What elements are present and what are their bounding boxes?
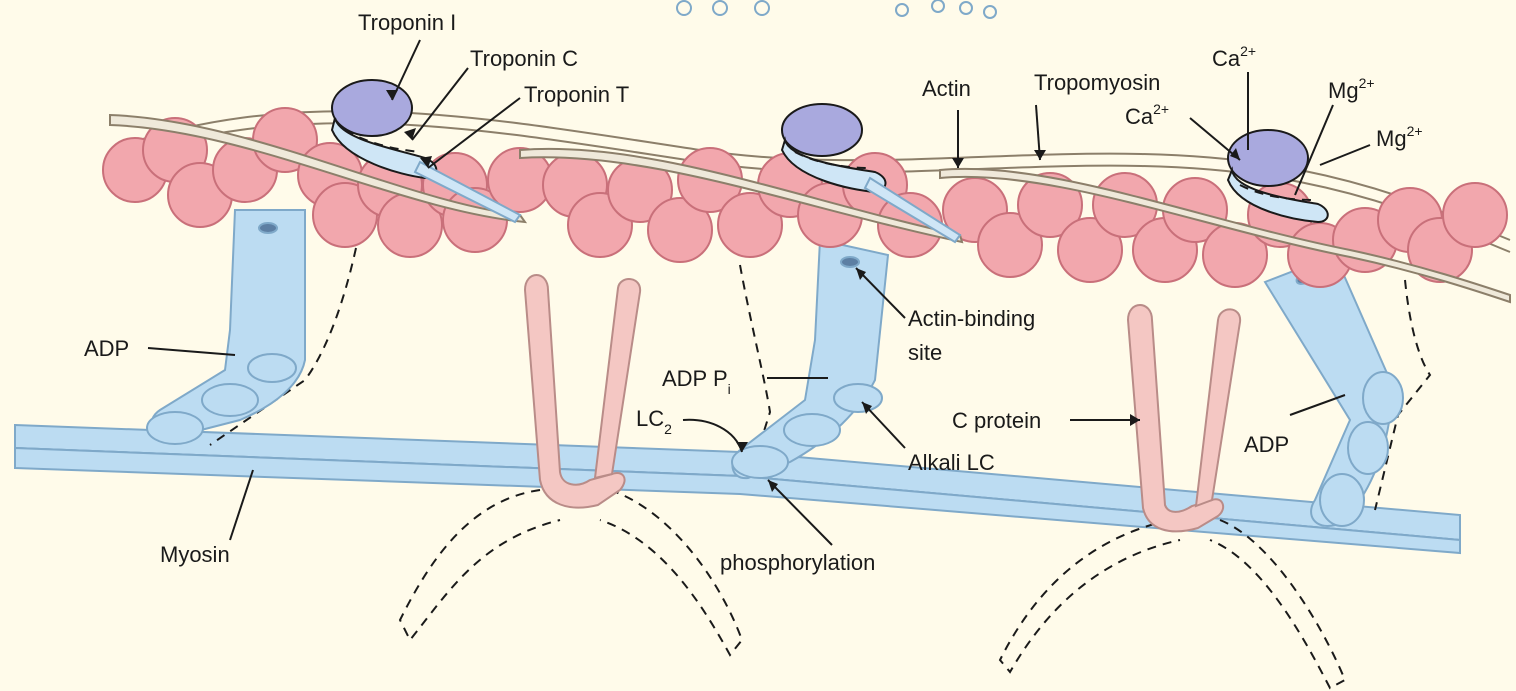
label-troponin-t: Troponin T <box>524 82 629 107</box>
label-troponin-c: Troponin C <box>470 46 578 71</box>
label-myosin: Myosin <box>160 542 230 567</box>
label-ca-top: Ca2+ <box>1212 43 1256 71</box>
ion-circles <box>677 0 996 18</box>
label-lc2: LC2 <box>636 406 672 437</box>
myosin-head-left <box>147 210 305 444</box>
label-c-protein: C protein <box>952 408 1041 433</box>
label-ca-mid: Ca2+ <box>1125 101 1169 129</box>
label-troponin-i: Troponin I <box>358 10 456 35</box>
label-adp-right: ADP <box>1244 432 1289 457</box>
myosin-head-right <box>1265 255 1403 526</box>
label-actin-binding-line1: Actin-binding <box>908 306 1035 331</box>
label-mg-top: Mg2+ <box>1328 75 1375 103</box>
label-tropomyosin: Tropomyosin <box>1034 70 1160 95</box>
label-mg-right: Mg2+ <box>1376 123 1423 151</box>
label-actin: Actin <box>922 76 971 101</box>
label-adp-left: ADP <box>84 336 129 361</box>
label-actin-binding-line2: site <box>908 340 942 365</box>
label-alkali-lc: Alkali LC <box>908 450 995 475</box>
troponin-complex-3 <box>1228 130 1328 222</box>
label-phosphorylation: phosphorylation <box>720 550 875 575</box>
label-adp-pi: ADP Pi <box>662 366 731 397</box>
